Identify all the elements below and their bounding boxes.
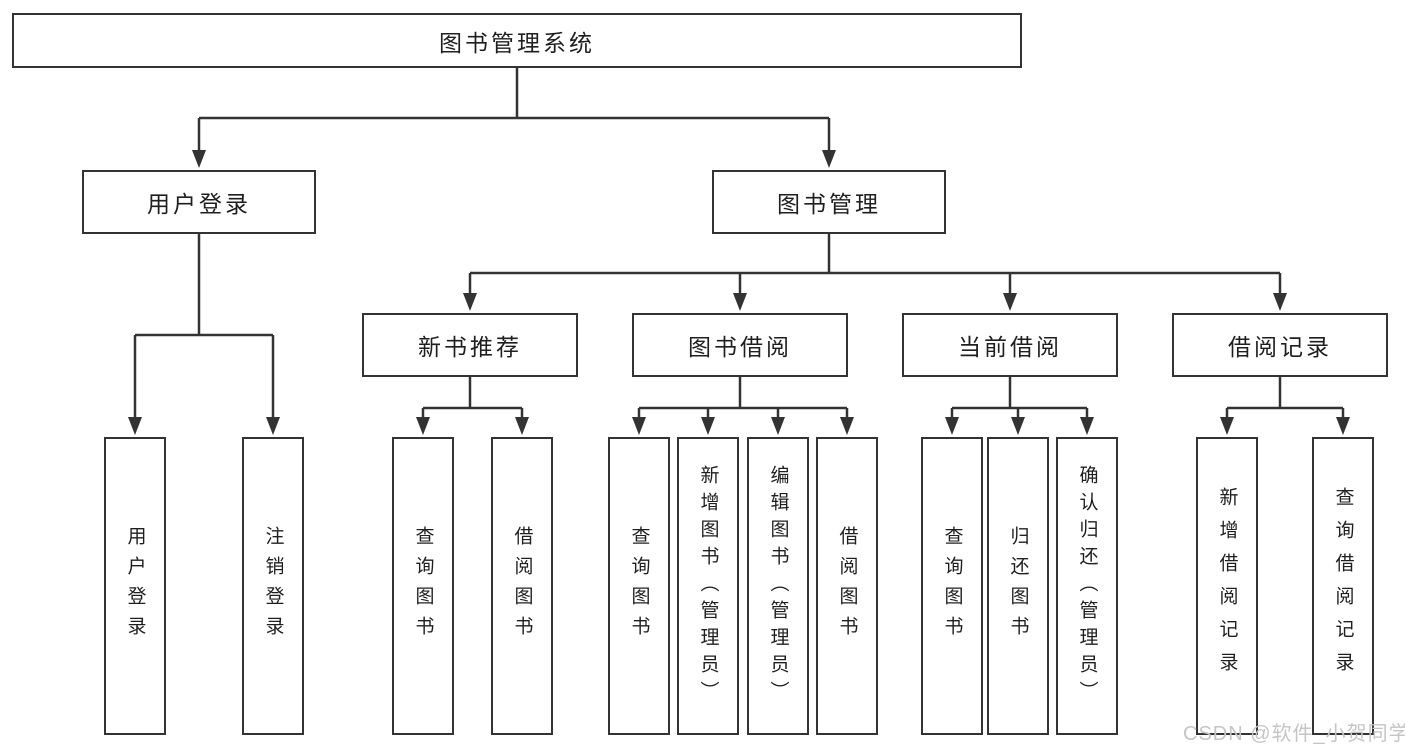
leaf-borrowing-borrow-books: 借阅图书: [816, 437, 878, 735]
leaf-borrowing-borrow-books-label: 借阅图书: [836, 526, 858, 646]
node-library-management-system: 图书管理系统: [12, 13, 1022, 68]
leaf-current-query-books-label: 查询图书: [941, 526, 963, 646]
node-new-book-recommendation-label: 新书推荐: [418, 334, 522, 360]
node-current-borrowing: 当前借阅: [902, 313, 1118, 377]
node-current-borrowing-label: 当前借阅: [958, 334, 1062, 360]
leaf-add-book-admin-label: 新增图书（管理员）: [697, 464, 719, 708]
node-library-management-system-label: 图书管理系统: [439, 29, 595, 56]
leaf-add-borrow-record: 新增借阅记录: [1196, 437, 1258, 735]
connector-book-management-children: [463, 234, 1287, 311]
leaf-recommend-query-books-label: 查询图书: [412, 526, 434, 646]
node-borrow-records: 借阅记录: [1172, 313, 1388, 377]
leaf-return-books-label: 归还图书: [1007, 526, 1029, 646]
leaf-user-login-label: 用户登录: [124, 526, 146, 646]
node-book-borrowing: 图书借阅: [632, 313, 848, 377]
leaf-confirm-return-admin: 确认归还（管理员）: [1056, 437, 1118, 735]
leaf-query-borrow-record-label: 查询借阅记录: [1332, 487, 1354, 685]
leaf-borrowing-query-books-label: 查询图书: [628, 526, 650, 646]
connector-new-book-children: [416, 377, 529, 435]
leaf-edit-book-admin: 编辑图书（管理员）: [747, 437, 809, 735]
node-book-management: 图书管理: [712, 170, 946, 234]
node-borrow-records-label: 借阅记录: [1228, 334, 1332, 360]
leaf-recommend-borrow-books: 借阅图书: [491, 437, 553, 735]
leaf-add-borrow-record-label: 新增借阅记录: [1216, 487, 1238, 685]
connector-current-borrowing-children: [945, 377, 1094, 435]
leaf-add-book-admin: 新增图书（管理员）: [677, 437, 739, 735]
leaf-logout-label: 注销登录: [262, 526, 284, 646]
leaf-query-borrow-record: 查询借阅记录: [1312, 437, 1374, 735]
leaf-recommend-query-books: 查询图书: [392, 437, 454, 735]
node-user-login: 用户登录: [82, 170, 316, 234]
node-user-login-label: 用户登录: [147, 191, 251, 217]
leaf-user-login: 用户登录: [104, 437, 166, 735]
node-new-book-recommendation: 新书推荐: [362, 313, 578, 377]
connector-root-to-level2: [192, 68, 836, 168]
node-book-management-label: 图书管理: [777, 191, 881, 217]
leaf-current-query-books: 查询图书: [921, 437, 983, 735]
connector-book-borrowing-children: [632, 377, 854, 435]
leaf-logout: 注销登录: [242, 437, 304, 735]
node-book-borrowing-label: 图书借阅: [688, 334, 792, 360]
leaf-return-books: 归还图书: [987, 437, 1049, 735]
leaf-recommend-borrow-books-label: 借阅图书: [511, 526, 533, 646]
csdn-watermark: CSDN @软件_小贺同学: [1183, 723, 1405, 745]
connector-user-login-children: [128, 234, 280, 435]
leaf-borrowing-query-books: 查询图书: [608, 437, 670, 735]
leaf-edit-book-admin-label: 编辑图书（管理员）: [767, 464, 789, 708]
connector-borrow-records-children: [1220, 377, 1350, 435]
leaf-confirm-return-admin-label: 确认归还（管理员）: [1076, 464, 1098, 708]
